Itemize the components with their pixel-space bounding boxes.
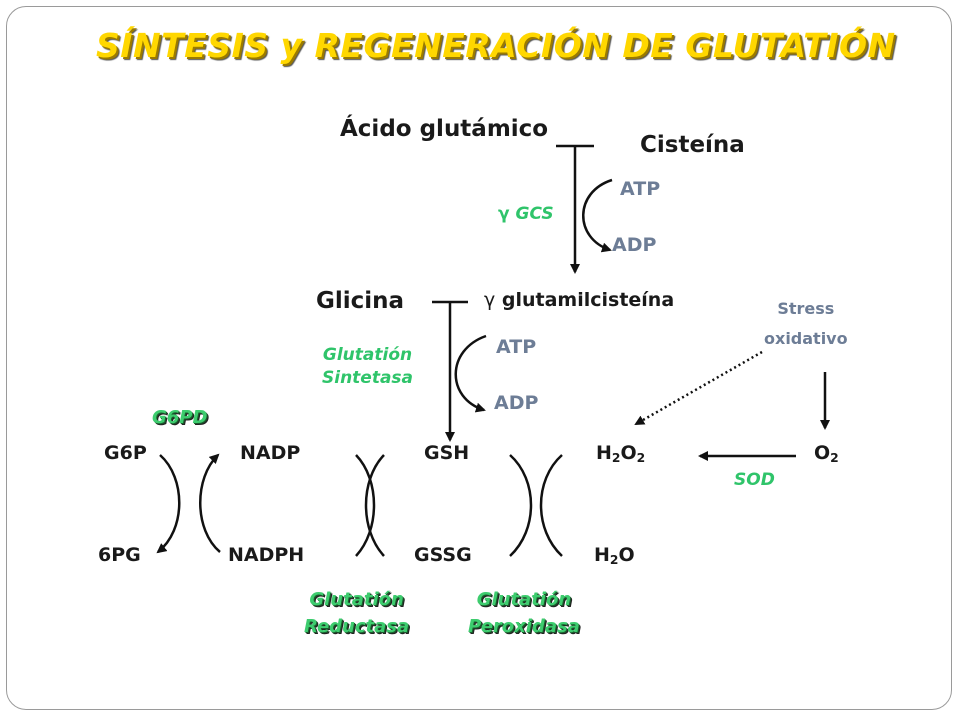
step1-atp-label: ATP [620, 178, 661, 200]
h2o2-label: H2O2 [596, 442, 646, 466]
cycle3-left-curve [509, 454, 533, 557]
6pg-label: 6PG [98, 544, 141, 566]
gcs-enzyme-label: γ GCS [498, 204, 554, 224]
h2o-label: H2O [594, 544, 635, 568]
nadph-label: NADPH [228, 544, 305, 566]
g6pd-enzyme-label: G6PD [152, 407, 208, 428]
cycle2-right-curve [364, 454, 385, 557]
gsh-label: GSH [424, 442, 470, 464]
step1-adp-label: ADP [612, 234, 657, 256]
step2-atp-label: ATP [496, 336, 537, 358]
glutamylcysteine-label: γ glutamilcisteína [484, 289, 675, 311]
slide-title: SÍNTESIS y REGENERACIÓN DE GLUTATIÓN [96, 26, 896, 65]
nadp-label: NADP [240, 442, 301, 464]
step1-atp-curve [582, 178, 613, 253]
cycle1-right-curve [199, 453, 221, 553]
stress-to-h2o2-dotted [634, 350, 763, 426]
step2-adp-label: ADP [494, 392, 539, 414]
cycle3-right-curve [539, 454, 563, 557]
glycine-label: Glicina [316, 288, 405, 314]
step2-atp-curve [454, 334, 487, 413]
cycle1-left-curve [156, 454, 181, 554]
gssg-label: GSSG [414, 544, 472, 566]
o2-label: O2 [814, 442, 839, 466]
slide-frame [6, 6, 952, 710]
cysteine-label: Cisteína [640, 132, 745, 158]
cycle2-left-curve [355, 454, 376, 557]
g6p-label: G6P [104, 442, 147, 464]
sod-enzyme-label: SOD [734, 470, 775, 490]
glutamic-acid-label: Ácido glutámico [340, 116, 549, 142]
